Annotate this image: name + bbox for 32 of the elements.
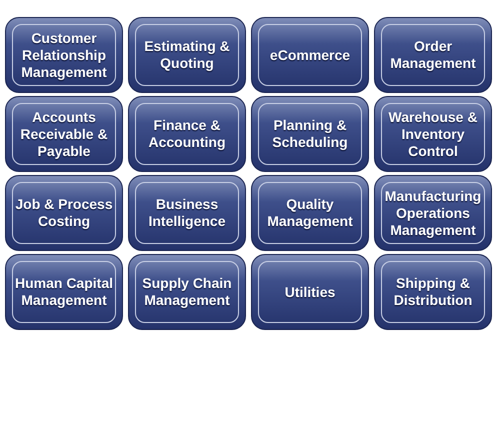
- module-name: Accounts Receivable & Payable: [19, 108, 109, 160]
- module-name: Order Management: [389, 38, 477, 72]
- module-tile: [251, 254, 369, 330]
- module-name: Shipping & Distribution: [392, 275, 474, 309]
- module-tile: [128, 96, 246, 172]
- module-tile: [128, 175, 246, 251]
- module-tile: [374, 254, 492, 330]
- module-name: Supply Chain Management: [141, 275, 233, 309]
- module-name: Utilities: [284, 284, 336, 300]
- module-tile: [374, 96, 492, 172]
- module-tile: [5, 96, 123, 172]
- module-name: Customer Relationship Management: [20, 30, 108, 80]
- module-name: Human Capital Management: [14, 275, 114, 309]
- module-tile: [251, 96, 369, 172]
- module-name: Business Intelligence: [147, 196, 227, 230]
- module-tile: [251, 175, 369, 251]
- module-tile: [128, 17, 246, 93]
- module-name: Warehouse & Inventory Control: [388, 108, 478, 160]
- module-name: eCommerce: [268, 46, 352, 64]
- module-tile: [5, 175, 123, 251]
- module-tile: [5, 17, 123, 93]
- module-name: Job & Process Costing: [14, 196, 114, 230]
- module-tile: [374, 17, 492, 93]
- module-tile: [128, 254, 246, 330]
- module-tile: [5, 254, 123, 330]
- module-tile: [374, 175, 492, 251]
- module-name: Planning & Scheduling: [271, 117, 349, 151]
- module-name: Estimating & Quoting: [143, 38, 231, 72]
- module-tile: [251, 17, 369, 93]
- module-name: Finance & Accounting: [148, 117, 226, 151]
- module-name: Manufacturing Operations Management: [384, 188, 482, 238]
- module-name: Quality Management: [266, 196, 354, 230]
